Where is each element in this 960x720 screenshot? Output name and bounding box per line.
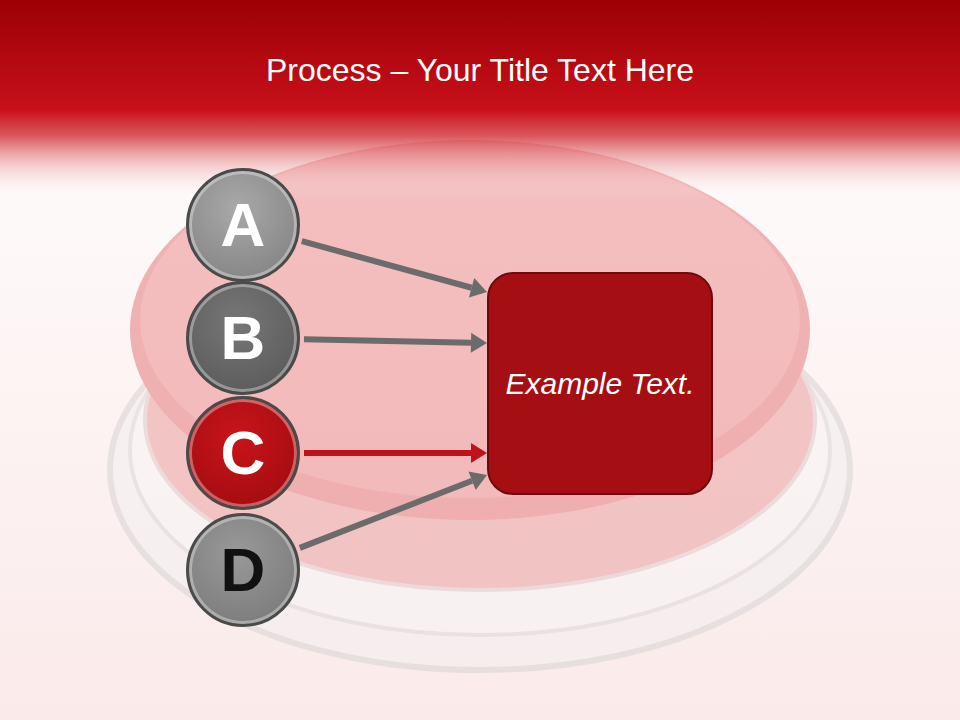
- step-circle: A: [186, 168, 300, 282]
- step-circle: D: [186, 513, 300, 627]
- arrow-head: [471, 443, 487, 463]
- step-letter: D: [221, 539, 266, 601]
- arrow-head: [468, 471, 487, 490]
- slide-title: Process – Your Title Text Here: [0, 52, 960, 89]
- node-text-group: B: [221, 307, 266, 369]
- step-circle: B: [186, 281, 300, 395]
- flow-arrow: [304, 443, 487, 463]
- node-text-group: A: [221, 194, 266, 256]
- arrow-shaft: [302, 241, 472, 288]
- title-bar: [0, 0, 960, 200]
- arrow-head: [471, 333, 487, 353]
- box-text: Example Text.: [506, 362, 695, 406]
- arrow-shaft: [300, 481, 472, 548]
- flow-arrow: [302, 241, 487, 297]
- step-letter: B: [221, 307, 266, 369]
- node-text-group: D: [221, 539, 266, 601]
- arrow-head: [469, 278, 487, 297]
- node-text-group: Example Text.: [506, 362, 695, 406]
- button-picture: [110, 140, 850, 670]
- arrow-shaft: [304, 339, 471, 342]
- step-letter: A: [221, 194, 266, 256]
- flow-arrow: [300, 471, 487, 547]
- step-circle: C: [186, 396, 300, 510]
- arrow-shaft: [304, 450, 471, 456]
- node-text-group: C: [221, 422, 266, 484]
- step-letter: C: [221, 422, 266, 484]
- example-box: Example Text.: [487, 272, 713, 495]
- flow-arrow: [304, 333, 487, 353]
